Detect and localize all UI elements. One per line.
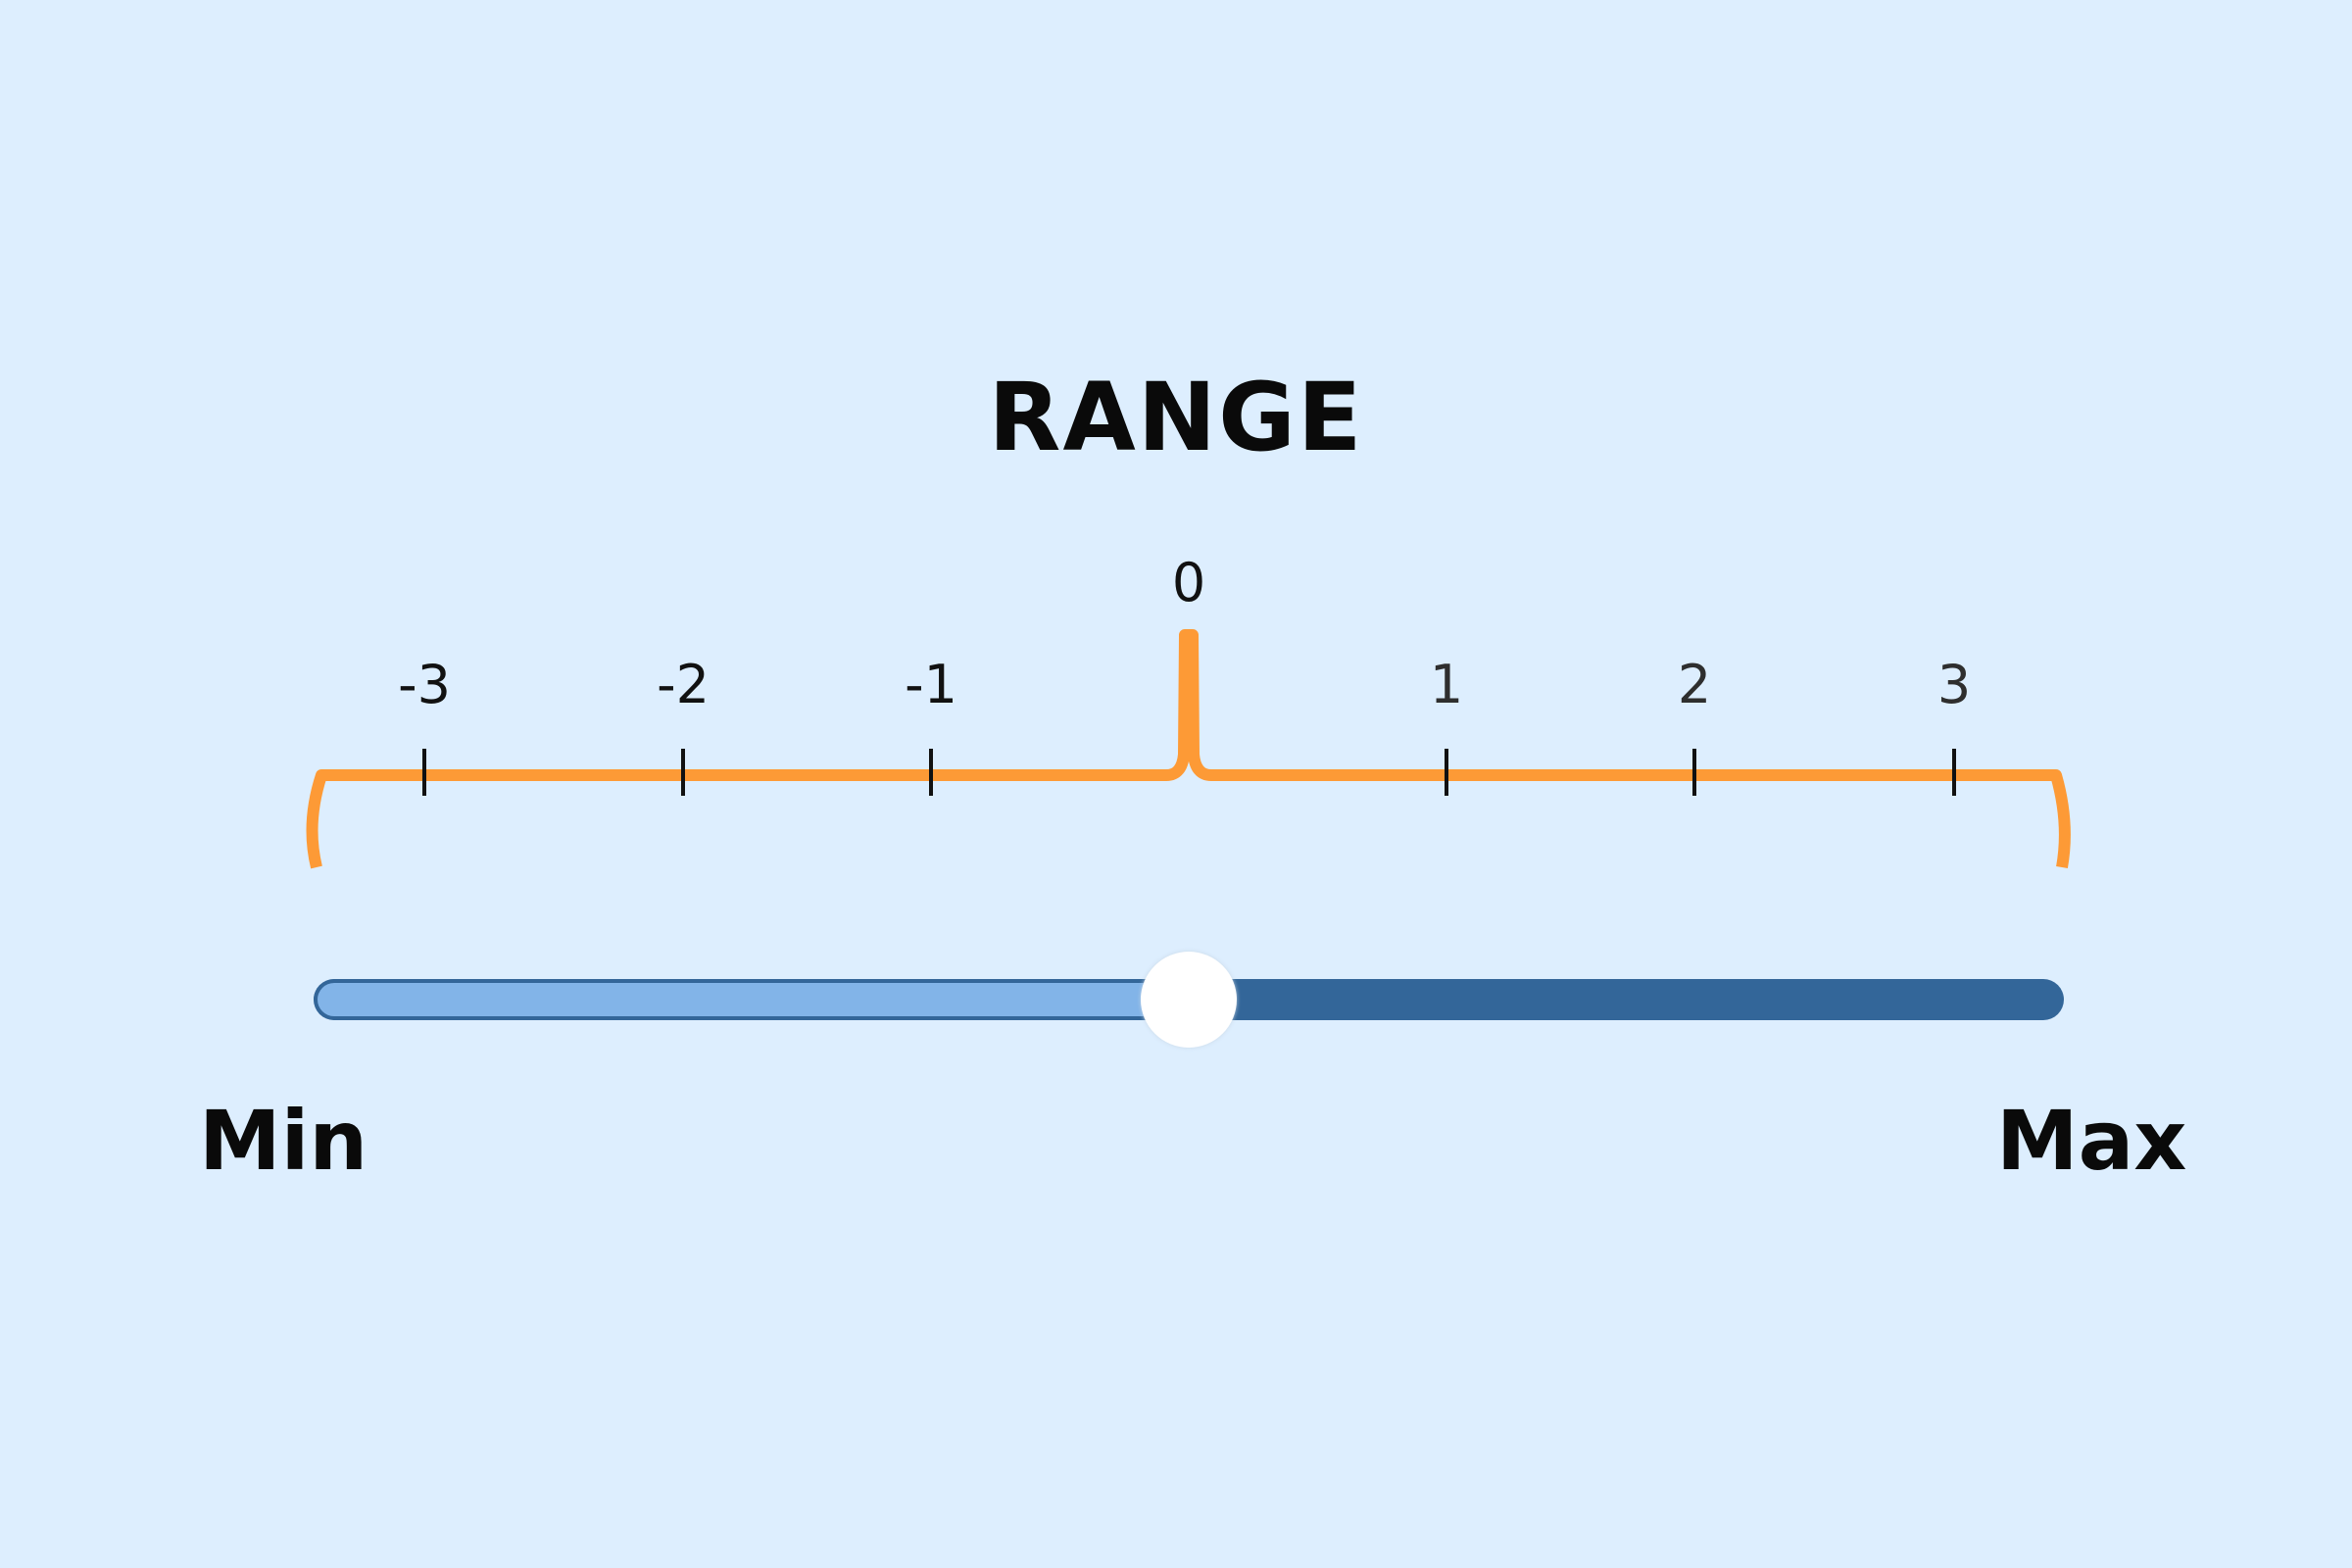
slider-fill [314,979,1189,1020]
tick-label-neg3: -3 [398,654,451,715]
max-label: Max [1996,1093,2187,1189]
tick-marks [422,749,1956,796]
orange-bracket-path [306,629,2071,869]
tick-label-neg1: -1 [905,654,957,715]
tick-label-1: 1 [1429,654,1464,715]
tick-label-zero: 0 [1171,552,1206,613]
slider-knob[interactable] [1141,952,1237,1048]
tick-label-neg2: -2 [657,654,710,715]
tick-label-3: 3 [1936,654,1972,715]
diagram-title: RANGE [988,363,1364,472]
tick-label-2: 2 [1677,654,1712,715]
min-label: Min [199,1093,368,1189]
